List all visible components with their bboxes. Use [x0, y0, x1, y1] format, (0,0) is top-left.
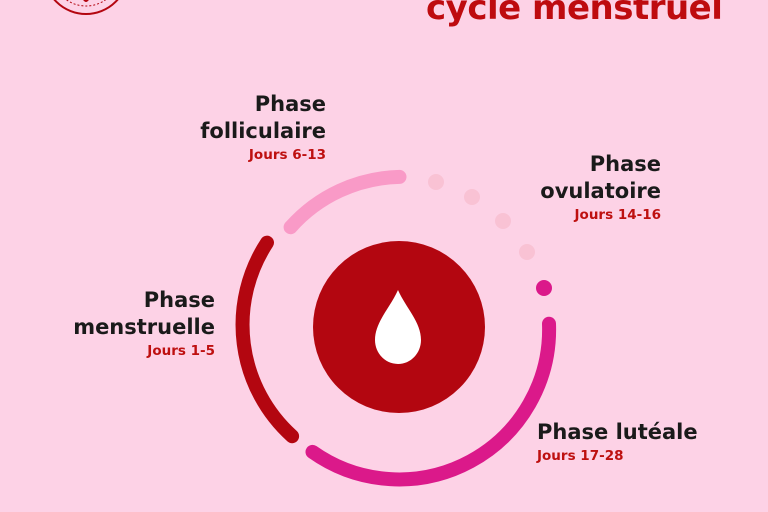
phase-menstruelle-line1: Phase	[143, 288, 215, 312]
phase-ovulatoire-line1: Phase	[589, 152, 661, 176]
seal-logo	[53, 0, 119, 15]
phase-ovulatoire-line2: ovulatoire	[540, 179, 661, 203]
phase-luteale-line1: Phase lutéale	[537, 420, 698, 444]
ovulation-transition-dot	[536, 280, 552, 296]
phase-folliculaire-line2: folliculaire	[200, 119, 326, 143]
phase-menstruelle-line2: menstruelle	[73, 315, 215, 339]
page-title: cycle menstruel	[426, 0, 723, 28]
luteal-phase-arc	[305, 316, 557, 487]
ovulation-dot	[428, 174, 444, 190]
phase-ovulatoire-label: Phase ovulatoire Jours 14-16	[540, 151, 661, 225]
phase-menstruelle-days: Jours 1-5	[147, 343, 215, 359]
phase-luteale-days: Jours 17-28	[537, 448, 624, 464]
ovulation-dot	[519, 244, 535, 260]
phase-folliculaire-label: Phase folliculaire Jours 6-13	[200, 91, 326, 165]
follicular-phase-arc	[283, 169, 407, 235]
phase-menstruelle-label: Phase menstruelle Jours 1-5	[73, 287, 215, 361]
phase-folliculaire-line1: Phase	[254, 92, 326, 116]
menstrual-phase-arc	[235, 235, 300, 444]
blood-drop-icon	[375, 290, 421, 364]
phase-ovulatoire-days: Jours 14-16	[574, 207, 661, 223]
phase-folliculaire-days: Jours 6-13	[248, 147, 326, 163]
ovulation-dot	[464, 189, 480, 205]
phase-luteale-label: Phase lutéale Jours 17-28	[537, 419, 698, 466]
ovulation-dot	[495, 213, 511, 229]
